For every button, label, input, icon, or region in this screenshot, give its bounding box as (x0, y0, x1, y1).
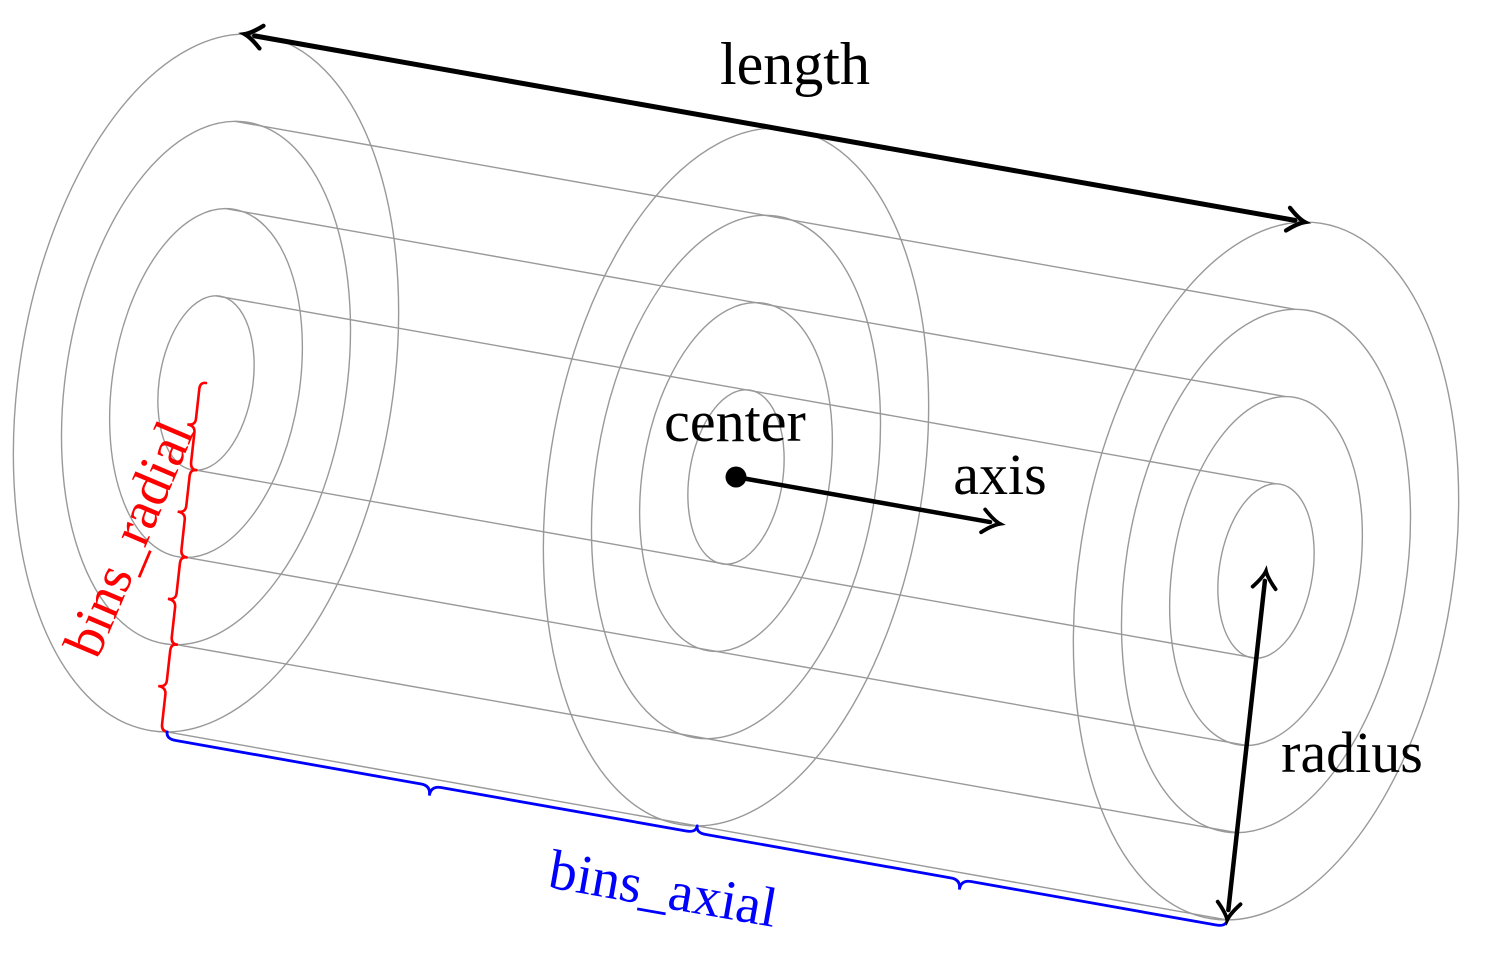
length-label: length (720, 31, 870, 97)
cross-section-ellipse (60, 120, 352, 646)
silhouette-line-top (225, 207, 1286, 398)
axial-brace-segment (695, 824, 1229, 927)
axis-arrow-head (979, 507, 1006, 535)
radial-bins-brace (157, 381, 208, 734)
axis-arrow (733, 474, 1006, 535)
length-arrow-head (1283, 205, 1312, 233)
bins-axial-label: bins_axial (544, 839, 781, 940)
silhouette-line-top (215, 295, 1276, 485)
radius-arrow (1215, 565, 1278, 926)
cross-section-ellipse (108, 207, 304, 559)
silhouette-line-bottom (186, 556, 1247, 747)
radius-arrow-shaft (1226, 578, 1268, 913)
silhouette-line-bottom (196, 469, 1257, 659)
axial-brace-segment (165, 730, 699, 833)
radial-brace-segment (157, 643, 179, 734)
cross-section-ellipse (1120, 308, 1412, 834)
radius-label: radius (1281, 720, 1423, 785)
axis-label: axis (953, 442, 1046, 507)
cross-section-ellipse (1168, 395, 1364, 747)
radial-brace-segment (187, 381, 208, 472)
cross-section-ellipse (1072, 221, 1460, 921)
axial-bins-brace (165, 730, 1229, 927)
radial-brace-segment (167, 556, 188, 646)
silhouette-line-top (234, 120, 1296, 311)
center-dot (725, 466, 747, 488)
radius-arrow-head (1250, 565, 1278, 592)
length-arrow (238, 23, 1312, 233)
cross-section-ellipse (590, 214, 882, 740)
silhouette-line-bottom (176, 643, 1238, 834)
axis-arrow-shaft (733, 474, 993, 525)
center-label: center (664, 389, 806, 454)
radial-brace-segment (177, 468, 198, 559)
center-point (725, 466, 747, 488)
radius-arrow-head (1215, 899, 1243, 926)
length-arrow-shaft (252, 33, 1298, 223)
length-arrow-head (238, 23, 266, 51)
